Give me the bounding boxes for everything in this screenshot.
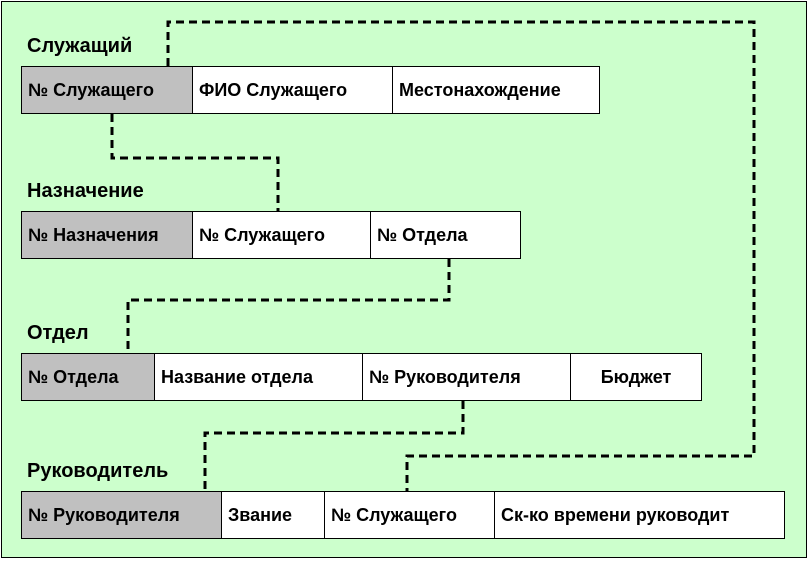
table-title-employee: Служащий bbox=[27, 35, 133, 57]
field-manager-rank: Звание bbox=[221, 492, 324, 538]
table-department: № Отдела Название отдела № Руководителя … bbox=[21, 353, 702, 401]
link-employee-to-assignment bbox=[110, 114, 280, 211]
field-assignment-id-key: № Назначения bbox=[22, 212, 192, 258]
table-title-manager: Руководитель bbox=[27, 460, 169, 482]
link-assignment-to-department bbox=[126, 259, 451, 353]
field-department-budget: Бюджет bbox=[570, 354, 701, 400]
table-employee: № Служащего ФИО Служащего Местонахождени… bbox=[21, 66, 600, 114]
table-manager: № Руководителя Звание № Служащего Ск-ко … bbox=[21, 491, 785, 539]
link-department-to-manager bbox=[203, 401, 465, 491]
field-manager-employee-id: № Служащего bbox=[324, 492, 494, 538]
field-employee-id-key: № Служащего bbox=[22, 67, 192, 113]
field-employee-name: ФИО Служащего bbox=[192, 67, 392, 113]
table-assignment: № Назначения № Служащего № Отдела bbox=[21, 211, 521, 259]
field-manager-id-key: № Руководителя bbox=[22, 492, 221, 538]
field-assignment-department-id: № Отдела bbox=[370, 212, 520, 258]
table-title-assignment: Назначение bbox=[27, 180, 144, 202]
field-manager-duration: Ск-ко времени руководит bbox=[494, 492, 784, 538]
field-department-name: Название отдела bbox=[154, 354, 362, 400]
field-department-id-key: № Отдела bbox=[22, 354, 154, 400]
link-employee-to-manager bbox=[166, 20, 756, 491]
table-title-department: Отдел bbox=[27, 322, 89, 344]
field-assignment-employee-id: № Служащего bbox=[192, 212, 370, 258]
field-department-manager-id: № Руководителя bbox=[362, 354, 570, 400]
field-employee-location: Местонахождение bbox=[392, 67, 599, 113]
